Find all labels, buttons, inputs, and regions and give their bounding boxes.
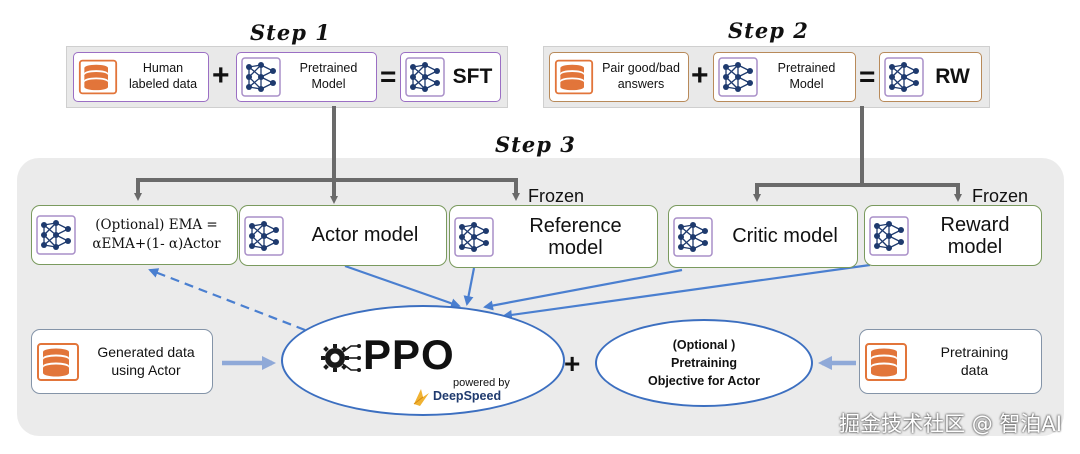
pretraining-objective-label: (Optional ) Pretraining Objective for Ac…: [647, 337, 761, 389]
human-labeled-data-box: Human labeled data: [73, 52, 209, 102]
pair-answers-box: Pair good/bad answers: [549, 52, 689, 102]
pretraining-data-box: Pretraining data: [859, 329, 1042, 394]
ema-model-box: (Optional) EMA = αEMA+(1- α)Actor: [31, 205, 238, 265]
reward-model-label: Reward model: [940, 213, 1010, 258]
critic-model-label: Critic model: [732, 225, 838, 247]
pretrained-model-box: Pretrained Model: [236, 52, 377, 102]
deepspeed-logo-icon: [413, 389, 429, 406]
frozen-label-left: Frozen: [528, 186, 585, 206]
pretrained-model-label: Pretrained Model: [299, 61, 358, 91]
equals-sign: =: [859, 61, 876, 92]
rw-label: RW: [935, 64, 970, 88]
frozen-label-right: Frozen: [972, 186, 1029, 206]
step-3-label: Step 3: [495, 132, 576, 157]
neural-network-icon: [869, 216, 909, 256]
reference-model-label: Reference model: [529, 214, 622, 259]
ema-label: (Optional) EMA = αEMA+(1- α)Actor: [76, 216, 237, 254]
powered-by-label: powered by: [453, 377, 510, 389]
pretraining-objective-ellipse: (Optional ) Pretraining Objective for Ac…: [595, 319, 813, 407]
pretrained-model-box: Pretrained Model: [713, 52, 856, 102]
reference-model-box: Reference model: [449, 205, 658, 268]
rw-box: RW: [879, 52, 982, 102]
ppo-label: PPO: [363, 331, 455, 378]
step-2-label: Step 2: [728, 18, 809, 43]
watermark: 掘金技术社区 @ 智泊AI: [839, 412, 1062, 436]
generated-data-label: Generated data using Actor: [97, 344, 195, 378]
database-icon: [864, 342, 908, 382]
plus-sign: +: [691, 59, 709, 92]
equals-sign: =: [380, 61, 397, 92]
generated-data-box: Generated data using Actor: [31, 329, 213, 394]
neural-network-icon: [36, 215, 76, 255]
plus-sign: +: [564, 348, 581, 379]
step-1-label: Step 1: [250, 20, 331, 45]
neural-network-icon: [244, 216, 284, 256]
database-icon: [36, 342, 80, 382]
gear-circuit-icon: [321, 344, 361, 372]
deepspeed-label: DeepSpeed: [433, 389, 502, 403]
ppo-ellipse: PPO powered by DeepSpeed: [281, 305, 565, 416]
neural-network-icon: [673, 217, 713, 257]
human-labeled-data-label: Human labeled data: [128, 61, 198, 91]
ema-line-2: αEMA+(1- α)Actor: [92, 236, 221, 252]
pretraining-data-label: Pretraining data: [940, 344, 1009, 378]
sft-box: SFT: [400, 52, 501, 102]
critic-model-box: Critic model: [668, 205, 858, 268]
neural-network-icon: [454, 217, 494, 257]
reward-model-box: Reward model: [864, 205, 1042, 266]
pair-answers-label: Pair good/bad answers: [602, 61, 680, 91]
sft-label: SFT: [452, 64, 493, 88]
ema-line-1: (Optional) EMA =: [95, 217, 218, 234]
actor-model-box: Actor model: [239, 205, 447, 266]
actor-model-label: Actor model: [311, 224, 419, 246]
pretrained-model-label: Pretrained Model: [777, 61, 836, 91]
plus-sign: +: [212, 59, 230, 92]
